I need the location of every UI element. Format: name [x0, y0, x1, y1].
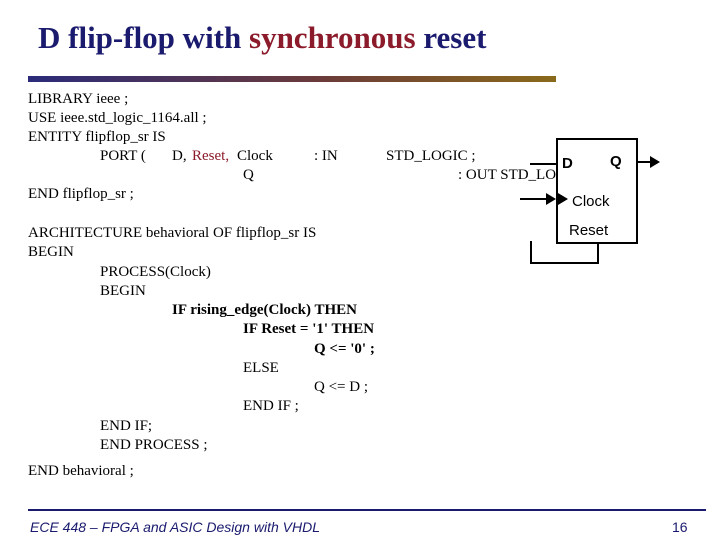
- flip-flop-clock-label: Clock: [572, 193, 610, 210]
- flip-flop-q-label: Q: [610, 153, 622, 170]
- code-port-in-type: STD_LOGIC ;: [386, 148, 476, 164]
- code-line-end-process: END PROCESS ;: [100, 437, 208, 453]
- clock-triangle-icon: [558, 193, 568, 205]
- reset-input-wire-horizontal: [530, 262, 599, 264]
- code-port-reset: Reset,: [192, 148, 230, 164]
- d-input-wire: [530, 163, 556, 165]
- reset-input-wire-left: [530, 241, 532, 264]
- title-part-2: reset: [415, 20, 487, 55]
- code-line-end-entity: END flipflop_sr ;: [28, 186, 134, 202]
- code-port-clock: Clock: [237, 148, 273, 164]
- code-line-use: USE ieee.std_logic_1164.all ;: [28, 110, 207, 126]
- code-port-d: D,: [172, 148, 187, 164]
- footer-rule: [28, 509, 706, 511]
- code-line-end-if-outer: END IF;: [100, 418, 153, 434]
- flip-flop-reset-label: Reset: [569, 222, 609, 239]
- code-line-process: PROCESS(Clock): [100, 264, 211, 280]
- code-line-if-reset: IF Reset = '1' THEN: [243, 321, 375, 337]
- flip-flop-d-label: D: [562, 155, 573, 172]
- footer-page-number: 16: [672, 519, 688, 535]
- code-line-process-begin: BEGIN: [100, 283, 146, 299]
- clock-arrow-icon: [546, 193, 556, 205]
- code-line-end-if-inner: END IF ;: [243, 398, 299, 414]
- code-line-library: LIBRARY ieee ;: [28, 91, 129, 107]
- code-line-begin: BEGIN: [28, 244, 74, 260]
- code-line-architecture: ARCHITECTURE behavioral OF flipflop_sr I…: [28, 225, 317, 241]
- footer-course: ECE 448 – FPGA and ASIC Design with VHDL: [30, 519, 320, 535]
- title-part-1: D flip-flop with: [38, 20, 249, 55]
- title-underline: [28, 76, 556, 82]
- clock-input-wire: [520, 198, 546, 200]
- code-port-keyword: PORT (: [100, 148, 146, 164]
- code-port-in: : IN: [314, 148, 338, 164]
- title-accent: synchronous: [249, 20, 416, 55]
- code-line-else: ELSE: [243, 360, 279, 376]
- reset-input-wire-vertical: [597, 244, 599, 264]
- slide-title: D flip-flop with synchronous reset: [38, 20, 486, 56]
- flip-flop-box: [556, 138, 638, 244]
- code-line-if-rising: IF rising_edge(Clock) THEN: [172, 302, 358, 318]
- q-output-wire: [638, 161, 650, 163]
- code-line-q-d: Q <= D ;: [314, 379, 369, 395]
- code-line-end-architecture: END behavioral ;: [28, 463, 134, 479]
- q-arrow-icon: [650, 156, 660, 168]
- code-line-q-zero: Q <= '0' ;: [314, 341, 375, 357]
- code-line-entity: ENTITY flipflop_sr IS: [28, 129, 166, 145]
- code-port-q: Q: [243, 167, 254, 183]
